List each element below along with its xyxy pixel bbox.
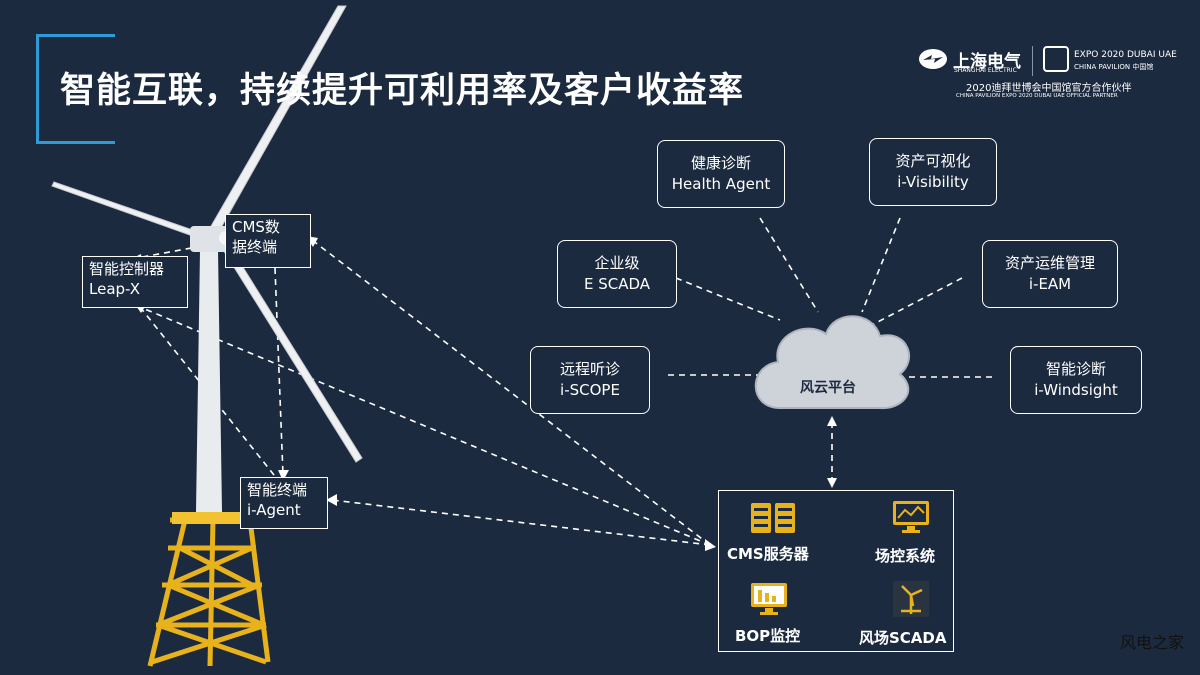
service-i-windsight: 智能诊断 i-Windsight bbox=[1010, 346, 1142, 414]
expo-line1: EXPO 2020 DUBAI UAE bbox=[1074, 50, 1177, 60]
smart-agent-box: 智能终端 i-Agent bbox=[240, 477, 328, 529]
cms-terminal-line2: 据终端 bbox=[232, 238, 278, 256]
smart-controller-box: 智能控制器 Leap-X bbox=[82, 256, 188, 308]
partner-line2: CHINA PAVILION EXPO 2020 DUBAI UAE OFFIC… bbox=[956, 93, 1118, 99]
service-windsight-en: i-Windsight bbox=[1034, 381, 1118, 399]
cms-server-label: CMS服务器 bbox=[727, 545, 809, 563]
logo-brand-en: SHANGHAI ELECTRIC bbox=[954, 67, 1017, 74]
page-title: 智能互联，持续提升可利用率及客户收益率 bbox=[60, 71, 745, 111]
service-eam-cn: 资产运维管理 bbox=[1004, 254, 1095, 272]
jacket-foundation bbox=[147, 517, 271, 667]
service-health-cn: 健康诊断 bbox=[690, 154, 751, 172]
monitor-chart-icon bbox=[891, 499, 931, 535]
expo-emblem-icon bbox=[1043, 46, 1069, 72]
service-e-scada: 企业级 E SCADA bbox=[557, 240, 677, 308]
service-i-visibility: 资产可视化 i-Visibility bbox=[869, 138, 997, 206]
service-escada-en: E SCADA bbox=[583, 275, 651, 293]
smart-controller-en: Leap-X bbox=[89, 280, 140, 298]
cms-terminal-box: CMS数 据终端 bbox=[225, 214, 311, 268]
wind-farm-icon bbox=[893, 581, 929, 617]
service-windsight-cn: 智能诊断 bbox=[1045, 360, 1106, 378]
service-scope-en: i-SCOPE bbox=[560, 381, 620, 399]
turbine-blades bbox=[51, 5, 363, 463]
partner-line1: 2020迪拜世博会中国馆官方合作伙伴 bbox=[966, 83, 1132, 94]
turbine-tower bbox=[196, 250, 222, 512]
shanghai-electric-logo-icon bbox=[918, 48, 948, 70]
watermark-text: 风电之家 bbox=[1119, 633, 1184, 652]
field-control-label: 场控系统 bbox=[875, 547, 936, 565]
service-health-en: Health Agent bbox=[671, 175, 771, 193]
cloud-platform-label: 风云平台 bbox=[800, 380, 856, 396]
expo-line2: CHINA PAVILION 中国馆 bbox=[1074, 63, 1154, 71]
cms-terminal-line1: CMS数 bbox=[232, 218, 280, 236]
bop-monitor-label: BOP监控 bbox=[735, 627, 801, 645]
field-systems-panel: CMS服务器 场控系统 BOP监控 风 bbox=[718, 490, 954, 652]
service-health-agent: 健康诊断 Health Agent bbox=[657, 140, 785, 208]
bar-chart-monitor-icon bbox=[749, 581, 789, 617]
service-scope-cn: 远程听诊 bbox=[559, 360, 620, 378]
service-visibility-cn: 资产可视化 bbox=[895, 152, 971, 170]
farm-scada-label: 风场SCADA bbox=[859, 629, 947, 647]
turbine-nacelle bbox=[190, 226, 230, 252]
service-visibility-en: i-Visibility bbox=[897, 173, 969, 191]
service-escada-cn: 企业级 bbox=[594, 254, 640, 272]
smart-agent-en: i-Agent bbox=[247, 501, 301, 519]
logo-brand: 上海电气 bbox=[953, 52, 1021, 72]
service-eam-en: i-EAM bbox=[1028, 275, 1072, 293]
server-rack-icon bbox=[749, 501, 797, 535]
smart-controller-cn: 智能控制器 bbox=[89, 260, 165, 278]
logo-divider bbox=[1032, 46, 1033, 76]
cloud-shape bbox=[754, 315, 910, 410]
service-i-eam: 资产运维管理 i-EAM bbox=[982, 240, 1118, 308]
service-i-scope: 远程听诊 i-SCOPE bbox=[530, 346, 650, 414]
smart-agent-cn: 智能终端 bbox=[247, 481, 308, 499]
title-bracket bbox=[36, 34, 115, 144]
